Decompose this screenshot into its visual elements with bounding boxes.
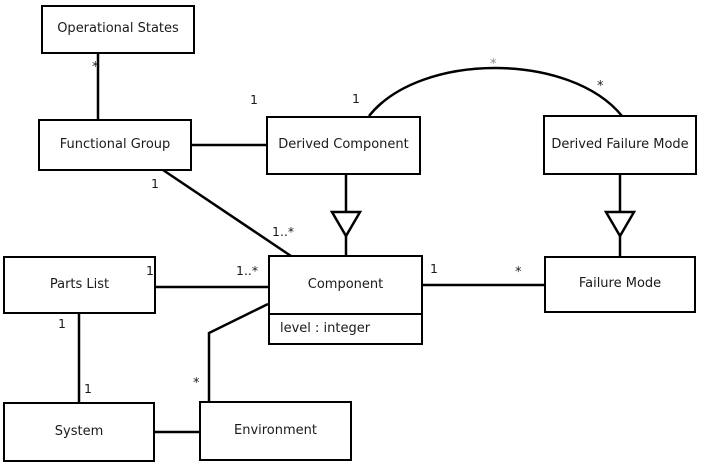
multiplicity-parts-list-component-many: 1..* [236, 263, 259, 278]
class-name-environment: Environment [233, 422, 317, 438]
edge-component-environment [207, 302, 269, 401]
multiplicity-derived-curve-peak-star: * [490, 57, 497, 72]
class-operational-states[interactable]: Operational States [41, 5, 195, 54]
multiplicity-parts-list-component-one: 1 [146, 263, 154, 278]
class-derived-failure-mode[interactable]: Derived Failure Mode [543, 115, 697, 175]
generalization-triangle-component [329, 210, 363, 239]
generalization-triangle-failure-mode [603, 210, 637, 239]
class-name-operational-states: Operational States [57, 21, 179, 37]
class-environment[interactable]: Environment [199, 401, 352, 461]
class-component[interactable]: Component level : integer [268, 255, 423, 345]
class-name-parts-list: Parts List [49, 276, 110, 292]
multiplicity-operational-states-star: * [92, 60, 99, 75]
class-attribute-component-level: level : integer [270, 313, 421, 343]
multiplicity-functional-group-component-one: 1 [151, 176, 159, 191]
class-name-derived-component: Derived Component [278, 137, 409, 153]
edge-functional-group-component [162, 168, 292, 258]
class-derived-component[interactable]: Derived Component [266, 116, 421, 175]
multiplicity-derived-failure-mode-star: * [597, 79, 604, 94]
class-system[interactable]: System [3, 402, 155, 462]
multiplicity-component-environment-star: * [193, 376, 200, 391]
class-name-derived-failure-mode: Derived Failure Mode [551, 136, 689, 152]
multiplicity-functional-group-component-many: 1..* [272, 224, 295, 239]
class-name-component: Component [307, 276, 384, 292]
multiplicity-component-failure-mode-star: * [515, 265, 522, 280]
multiplicity-parts-list-system-bottom: 1 [84, 381, 92, 396]
class-name-functional-group: Functional Group [59, 136, 171, 152]
multiplicity-functional-group-derived-component: 1 [250, 92, 258, 107]
multiplicity-parts-list-system-top: 1 [58, 316, 66, 331]
class-name-failure-mode: Failure Mode [578, 276, 662, 292]
multiplicity-derived-component-curve-one: 1 [352, 91, 360, 106]
class-failure-mode[interactable]: Failure Mode [544, 256, 696, 313]
class-functional-group[interactable]: Functional Group [38, 119, 192, 171]
class-name-system: System [54, 423, 104, 439]
multiplicity-component-failure-mode-one: 1 [430, 261, 438, 276]
edge-derived-component-derived-failure-mode [368, 66, 623, 117]
class-parts-list[interactable]: Parts List [3, 256, 156, 314]
